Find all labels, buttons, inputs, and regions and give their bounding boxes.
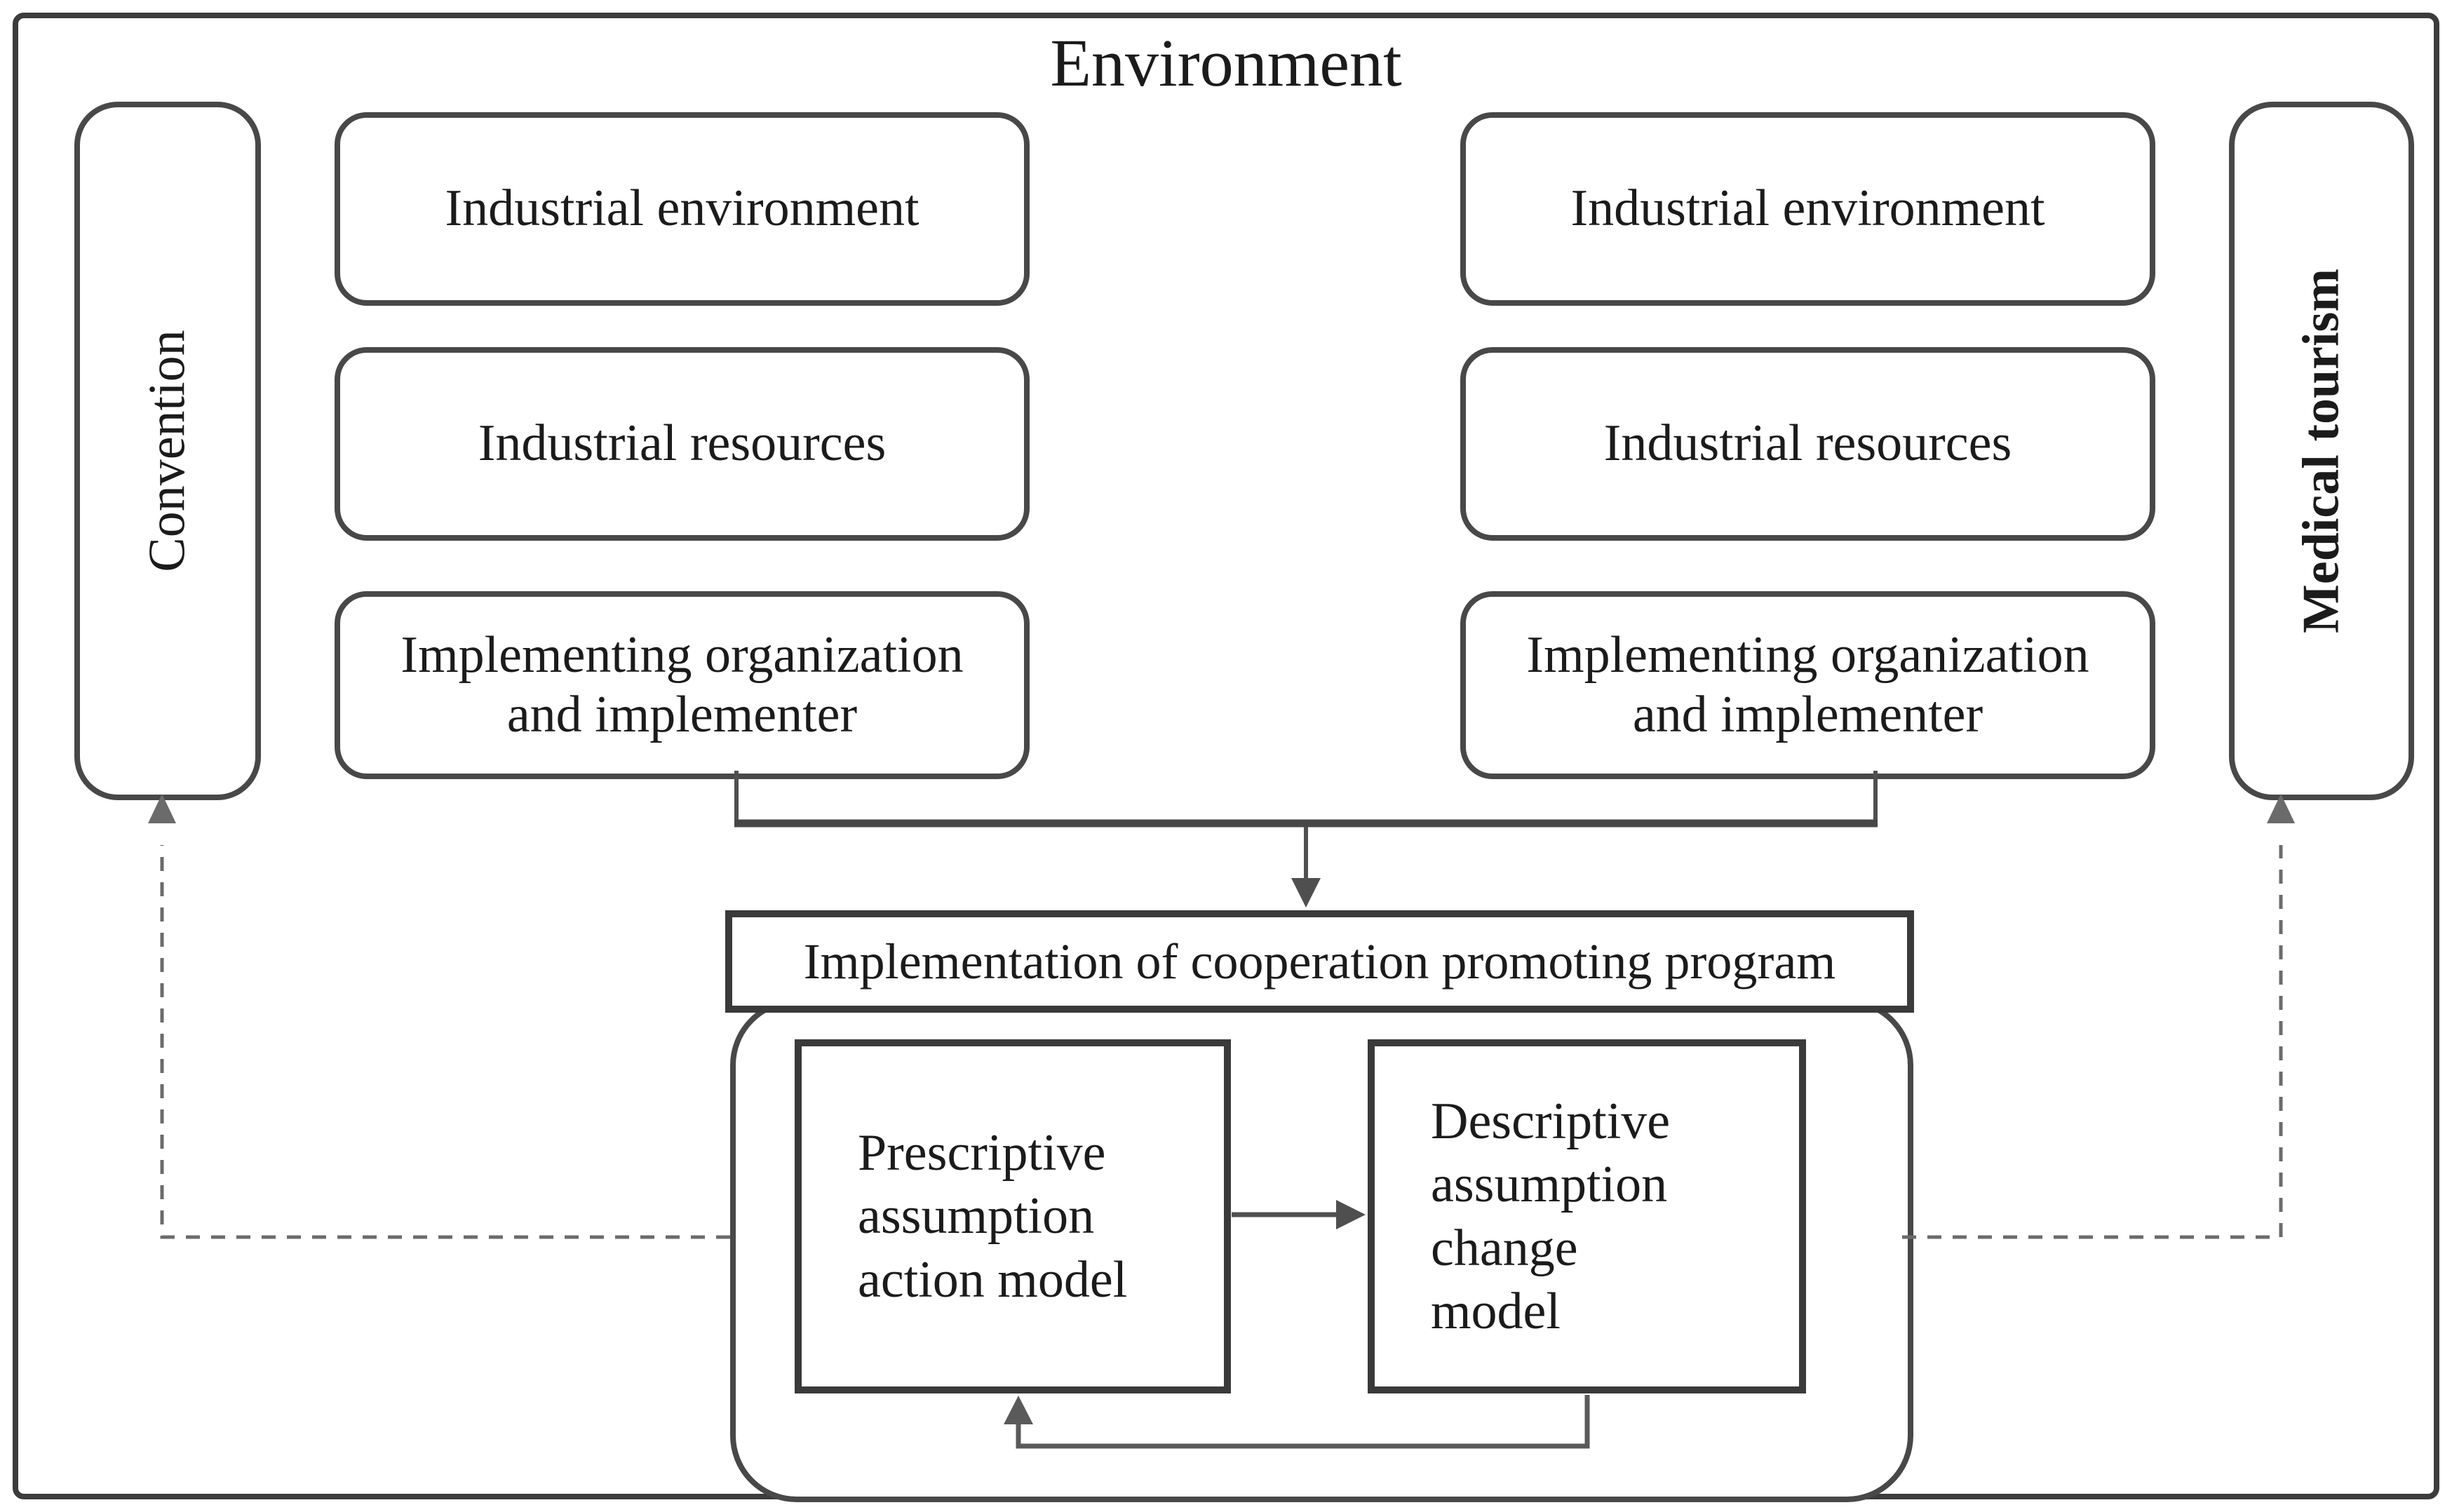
prescriptive-model-box: Prescriptive assumption action model: [795, 1039, 1231, 1393]
medical-tourism-box: Medical tourism: [2229, 102, 2414, 800]
diagram-title: Environment: [1050, 25, 1402, 100]
left-implementing-organization-box: Implementing organization and implemente…: [335, 591, 1030, 779]
left-industrial-resources-box: Industrial resources: [335, 347, 1030, 541]
right-industrial-environment-box: Industrial environment: [1460, 112, 2155, 306]
convention-box: Convention: [74, 102, 261, 800]
program-implementation-bar: Implementation of cooperation promoting …: [725, 910, 1914, 1013]
right-implementing-organization-box: Implementing organization and implemente…: [1460, 591, 2155, 779]
left-industrial-environment-box: Industrial environment: [335, 112, 1030, 306]
medical-tourism-label: Medical tourism: [2292, 269, 2350, 633]
right-industrial-resources-box: Industrial resources: [1460, 347, 2155, 541]
convention-label: Convention: [138, 330, 196, 572]
descriptive-model-box: Descriptive assumption change model: [1368, 1039, 1806, 1393]
